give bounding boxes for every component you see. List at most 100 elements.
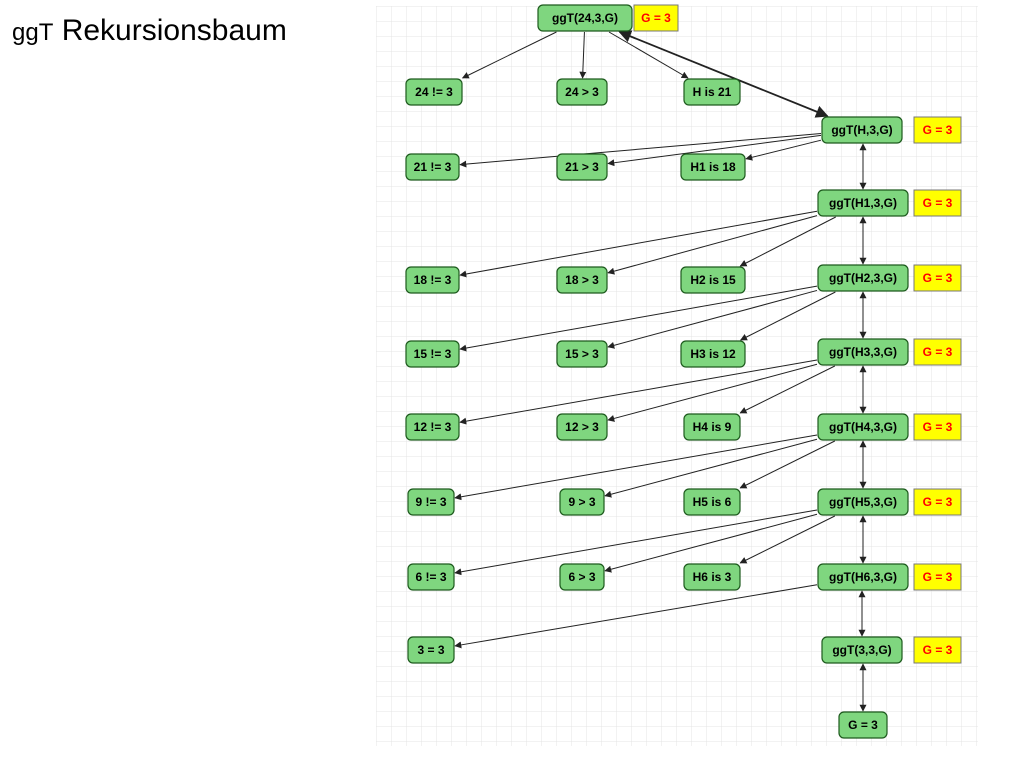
node-box [817, 563, 909, 591]
node-label: H6 is 3 [693, 570, 732, 584]
edge-h1-to-h2is [739, 216, 836, 267]
node-base: ggT(3,3,G) [821, 636, 903, 664]
node-c9ne: 9 != 3 [407, 488, 455, 516]
node-box [683, 563, 741, 591]
node-box [821, 636, 903, 664]
edge-h5-to-h6is [739, 515, 836, 564]
node-c18gt: 18 > 3 [556, 266, 608, 294]
node-label: 6 != 3 [415, 570, 446, 584]
result-badge-g5: G = 3 [913, 488, 962, 516]
node-label: 15 != 3 [414, 347, 452, 361]
node-label: ggT(H1,3,G) [829, 196, 897, 210]
node-box [405, 266, 460, 294]
edge-h0-to-c21ne [459, 133, 822, 168]
node-label: G = 3 [923, 196, 953, 210]
node-c12ne: 12 != 3 [405, 413, 460, 441]
node-box [913, 338, 962, 366]
node-h1is: H1 is 18 [680, 153, 746, 181]
node-label: 15 > 3 [565, 347, 599, 361]
node-box [913, 563, 962, 591]
node-box [817, 413, 909, 441]
edge-h2-to-c15ne [459, 285, 818, 352]
node-box [680, 266, 746, 294]
edge-h4-to-c9ne [454, 434, 818, 501]
node-c3eq: 3 = 3 [407, 636, 455, 664]
node-box [556, 266, 608, 294]
node-label: G = 3 [923, 123, 953, 137]
edge-h3-to-h4is [739, 365, 836, 414]
node-c6ne: 6 != 3 [407, 563, 455, 591]
title-main: Rekursionsbaum [61, 14, 287, 47]
node-label: G = 3 [923, 345, 953, 359]
edge-h0-to-h1is [745, 139, 822, 161]
node-h6: ggT(H6,3,G) [817, 563, 909, 591]
node-label: 12 != 3 [414, 420, 452, 434]
node-label: G = 3 [923, 271, 953, 285]
node-h3is: H3 is 12 [680, 340, 746, 368]
node-label: ggT(H4,3,G) [829, 420, 897, 434]
node-box [556, 413, 608, 441]
node-box [537, 4, 633, 32]
node-h5: ggT(H5,3,G) [817, 488, 909, 516]
node-box [913, 116, 962, 144]
node-label: H4 is 9 [693, 420, 732, 434]
node-label: ggT(H,3,G) [831, 123, 892, 137]
node-label: G = 3 [923, 643, 953, 657]
node-box [407, 488, 455, 516]
edge-h1-to-c18ne [459, 210, 818, 278]
node-label: ggT(H3,3,G) [829, 345, 897, 359]
edge-h3-to-c12ne [459, 359, 818, 425]
edge-h4-to-c9gt [604, 438, 818, 498]
node-box [838, 711, 888, 739]
node-label: ggT(H6,3,G) [829, 570, 897, 584]
node-c24ne: 24 != 3 [405, 78, 463, 106]
node-box [817, 264, 909, 292]
node-label: G = 3 [923, 420, 953, 434]
result-badge-gr0: G = 3 [633, 4, 679, 32]
result-badge-g3: G = 3 [913, 338, 962, 366]
node-h0: ggT(H,3,G) [821, 116, 903, 144]
node-box [556, 153, 608, 181]
node-hIs: H is 21 [683, 78, 741, 106]
node-h4is: H4 is 9 [683, 413, 741, 441]
node-label: H2 is 15 [690, 273, 736, 287]
node-box [817, 338, 909, 366]
node-box [405, 153, 460, 181]
title-prefix: ggT [12, 19, 54, 46]
node-label: H is 21 [693, 85, 732, 99]
slide-title: ggT Rekursionsbaum [12, 14, 287, 48]
node-box [821, 116, 903, 144]
node-box [559, 563, 605, 591]
node-box [913, 488, 962, 516]
node-label: H5 is 6 [693, 495, 732, 509]
edge-h2-to-c15gt [607, 289, 818, 349]
node-c21ne: 21 != 3 [405, 153, 460, 181]
node-label: 3 = 3 [417, 643, 444, 657]
node-box [680, 153, 746, 181]
node-box [407, 563, 455, 591]
edge-h5-to-c6gt [604, 513, 818, 573]
edge-h5-to-c6ne [454, 509, 818, 576]
node-box [913, 264, 962, 292]
node-c12gt: 12 > 3 [556, 413, 608, 441]
node-h5is: H5 is 6 [683, 488, 741, 516]
node-label: 6 > 3 [568, 570, 595, 584]
node-label: G = 3 [923, 495, 953, 509]
node-box [559, 488, 605, 516]
node-h1: ggT(H1,3,G) [817, 189, 909, 217]
node-final: G = 3 [838, 711, 888, 739]
node-box [683, 413, 741, 441]
node-label: 9 > 3 [568, 495, 595, 509]
node-label: H1 is 18 [690, 160, 736, 174]
node-box [405, 413, 460, 441]
node-box [683, 488, 741, 516]
node-box [913, 413, 962, 441]
edge-h3-to-c12gt [607, 363, 818, 422]
node-c15ne: 15 != 3 [405, 340, 460, 368]
node-box [556, 340, 608, 368]
node-label: ggT(3,3,G) [832, 643, 891, 657]
node-label: G = 3 [923, 570, 953, 584]
edges-layer [454, 30, 867, 712]
